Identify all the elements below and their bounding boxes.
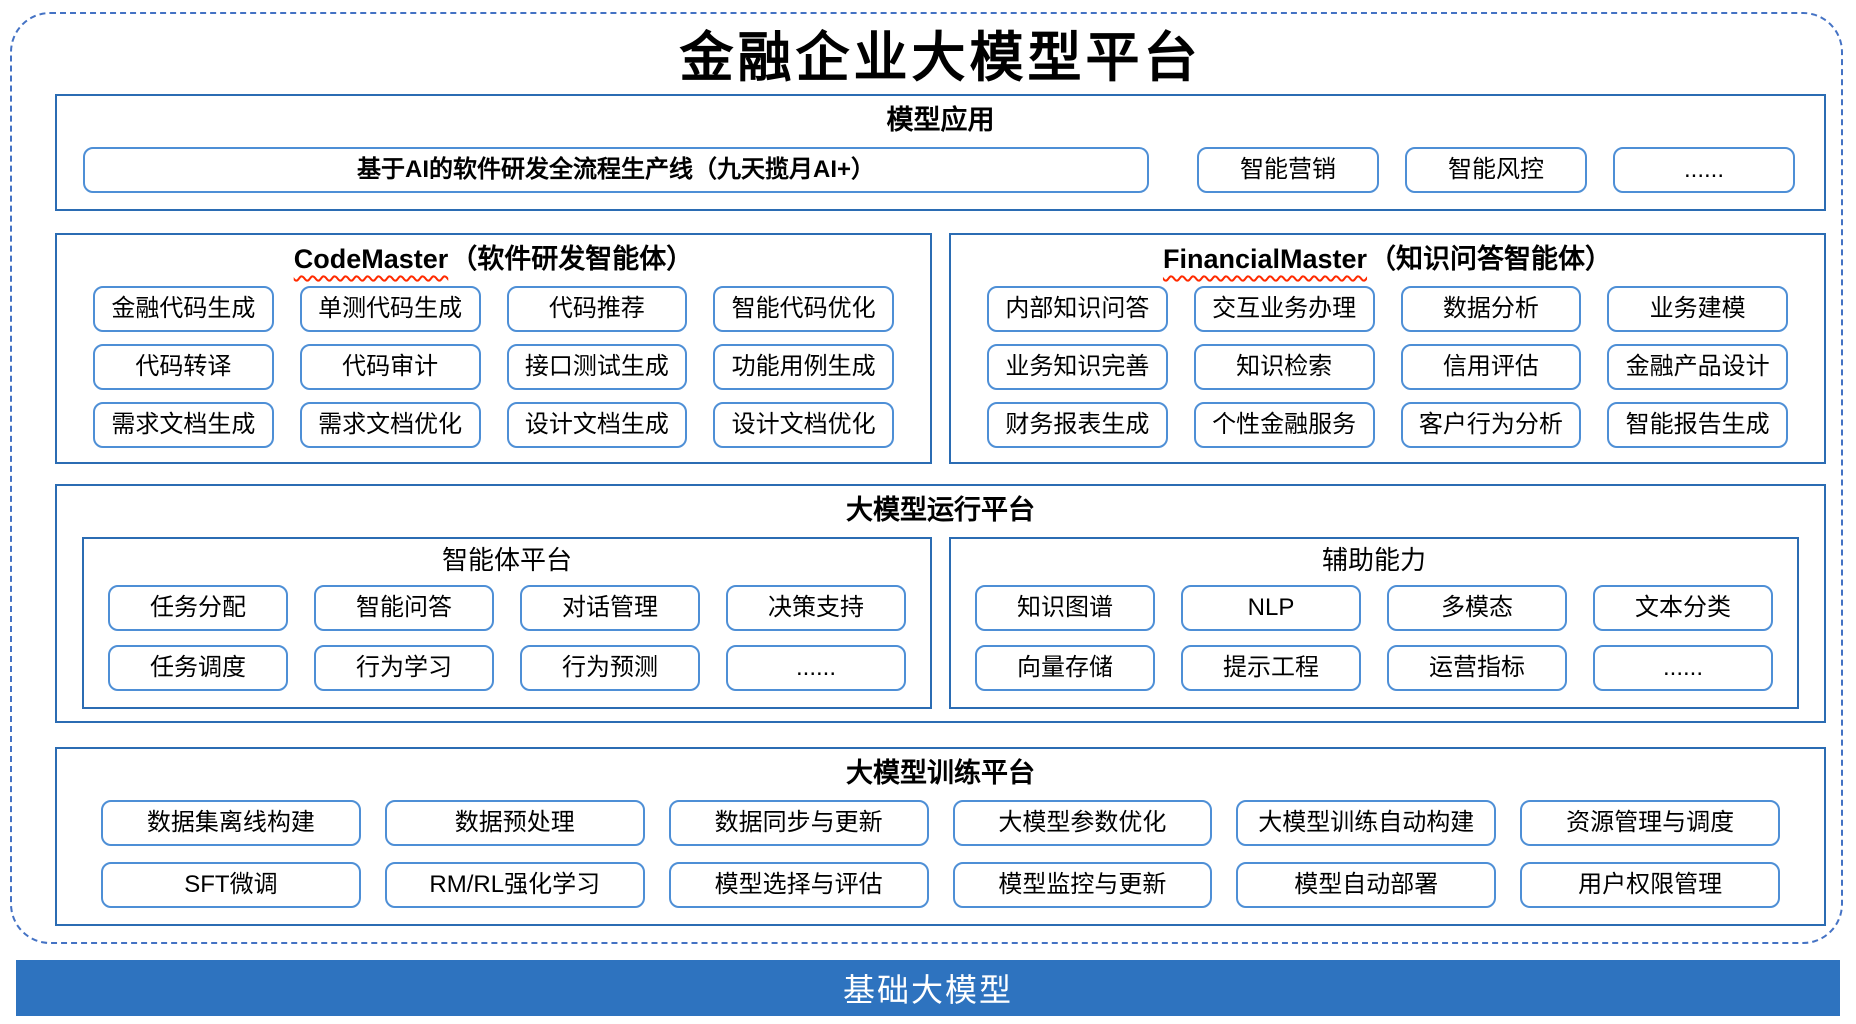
agent-platform-header: 智能体平台 [441,545,572,575]
agent-platform-capability-box: 任务调度 [108,645,288,691]
subsection-auxiliary-capability: 辅助能力 知识图谱 NLP 多模态文本分类向量存储提示工程运营指标...... [949,537,1799,709]
training-capability-box: 大模型参数优化 [952,800,1213,846]
training-capability-box: 用户权限管理 [1520,862,1780,908]
app-box: 智能营销 [1197,147,1379,193]
training-capability-box: 数据预处理 [384,800,645,846]
financialmaster-capability-box: 智能报告生成 [1607,402,1788,448]
financialmaster-capability-box: 内部知识问答 [987,286,1168,332]
auxiliary-capability-grid: 知识图谱 NLP 多模态文本分类向量存储提示工程运营指标...... [951,585,1797,707]
training-capability-box: 大模型训练自动构建 [1236,800,1497,846]
codemaster-capability-box: 代码推荐 [506,286,688,332]
auxiliary-capability-box: NLP [1181,585,1361,631]
financialmaster-header: FinancialMaster（知识问答智能体） [951,235,1824,275]
codemaster-header: CodeMaster（软件研发智能体） [57,235,930,275]
training-capability-box: 模型监控与更新 [952,862,1213,908]
section-financialmaster: FinancialMaster（知识问答智能体） 内部知识问答交互业务办理数据分… [949,233,1826,464]
app-box: 智能风控 [1405,147,1587,193]
financialmaster-grid: 内部知识问答交互业务办理数据分析业务建模业务知识完善知识检索信用评估金融产品设计… [951,286,1824,462]
codemaster-capability-box: 设计文档生成 [506,402,688,448]
auxiliary-capability-box: 运营指标 [1387,645,1567,691]
agent-platform-capability-box: 智能问答 [314,585,494,631]
codemaster-name-zh: （软件研发智能体） [450,244,694,274]
codemaster-capability-box: 需求文档优化 [299,402,481,448]
financialmaster-capability-box: 业务知识完善 [987,344,1168,390]
financialmaster-capability-box: 数据分析 [1400,286,1582,332]
agent-platform-capability-box: 行为预测 [520,645,700,691]
model-application-header: 模型应用 [886,105,995,135]
codemaster-capability-box: 设计文档优化 [713,402,894,448]
financialmaster-capability-box: 知识检索 [1193,344,1375,390]
agent-platform-grid: 任务分配智能问答对话管理决策支持任务调度行为学习行为预测...... [84,585,930,707]
section-training-platform: 大模型训练平台 数据集离线构建数据预处理数据同步与更新大模型参数优化大模型训练自… [55,747,1826,926]
platform-outer-frame: 金融企业大模型平台 模型应用 基于AI的软件研发全流程生产线（九天揽月AI+） … [10,12,1843,944]
agent-platform-capability-box: 行为学习 [314,645,494,691]
codemaster-capability-box: 单测代码生成 [299,286,481,332]
financialmaster-capability-box: 个性金融服务 [1193,402,1375,448]
financialmaster-capability-box: 信用评估 [1400,344,1582,390]
subsection-agent-platform: 智能体平台 任务分配智能问答对话管理决策支持任务调度行为学习行为预测...... [82,537,932,709]
auxiliary-capability-box: 知识图谱 [975,585,1155,631]
training-platform-header: 大模型训练平台 [846,758,1035,788]
app-pipeline-box: 基于AI的软件研发全流程生产线（九天揽月AI+） [83,147,1149,193]
section-codemaster: CodeMaster（软件研发智能体） 金融代码生成单测代码生成代码推荐智能代码… [55,233,932,464]
section-runtime-platform: 大模型运行平台 智能体平台 任务分配智能问答对话管理决策支持任务调度行为学习行为… [55,484,1826,723]
training-platform-grid: 数据集离线构建数据预处理数据同步与更新大模型参数优化大模型训练自动构建资源管理与… [57,800,1824,924]
auxiliary-capability-box: 向量存储 [975,645,1155,691]
codemaster-capability-box: 需求文档生成 [93,402,274,448]
codemaster-capability-box: 接口测试生成 [506,344,688,390]
codemaster-capability-box: 金融代码生成 [93,286,274,332]
financialmaster-capability-box: 金融产品设计 [1607,344,1788,390]
financialmaster-capability-box: 交互业务办理 [1193,286,1375,332]
financialmaster-name-en: FinancialMaster [1162,244,1368,274]
auxiliary-capability-box: 多模态 [1387,585,1567,631]
agent-platform-capability-box: ...... [726,645,906,691]
base-model-bar: 基础大模型 [16,960,1840,1016]
codemaster-capability-box: 智能代码优化 [713,286,894,332]
financialmaster-capability-box: 财务报表生成 [987,402,1168,448]
codemaster-capability-box: 代码转译 [93,344,274,390]
codemaster-capability-box: 代码审计 [299,344,481,390]
agent-platform-capability-box: 对话管理 [520,585,700,631]
codemaster-name-en: CodeMaster [293,244,449,274]
agents-row: CodeMaster（软件研发智能体） 金融代码生成单测代码生成代码推荐智能代码… [55,233,1826,464]
agent-platform-capability-box: 任务分配 [108,585,288,631]
auxiliary-capability-box: 提示工程 [1181,645,1361,691]
training-capability-box: 资源管理与调度 [1520,800,1780,846]
codemaster-grid: 金融代码生成单测代码生成代码推荐智能代码优化代码转译代码审计接口测试生成功能用例… [57,286,930,462]
runtime-groups-row: 智能体平台 任务分配智能问答对话管理决策支持任务调度行为学习行为预测......… [57,537,1824,721]
financialmaster-capability-box: 客户行为分析 [1400,402,1582,448]
financialmaster-name-zh: （知识问答智能体） [1369,244,1613,274]
training-capability-box: 数据同步与更新 [668,800,929,846]
auxiliary-capability-box: ...... [1593,645,1773,691]
app-box: ...... [1613,147,1795,193]
training-capability-box: SFT微调 [101,862,361,908]
model-application-row: 基于AI的软件研发全流程生产线（九天揽月AI+） 智能营销智能风控...... [57,147,1824,209]
auxiliary-capability-header: 辅助能力 [1321,545,1426,575]
auxiliary-capability-box: 文本分类 [1593,585,1773,631]
agent-platform-capability-box: 决策支持 [726,585,906,631]
runtime-platform-header: 大模型运行平台 [846,495,1035,525]
training-capability-box: 数据集离线构建 [101,800,361,846]
training-capability-box: 模型选择与评估 [668,862,929,908]
financialmaster-capability-box: 业务建模 [1607,286,1788,332]
page-title: 金融企业大模型平台 [679,25,1202,89]
training-capability-box: 模型自动部署 [1236,862,1497,908]
codemaster-capability-box: 功能用例生成 [713,344,894,390]
training-capability-box: RM/RL强化学习 [384,862,645,908]
section-model-application: 模型应用 基于AI的软件研发全流程生产线（九天揽月AI+） 智能营销智能风控..… [55,94,1826,211]
